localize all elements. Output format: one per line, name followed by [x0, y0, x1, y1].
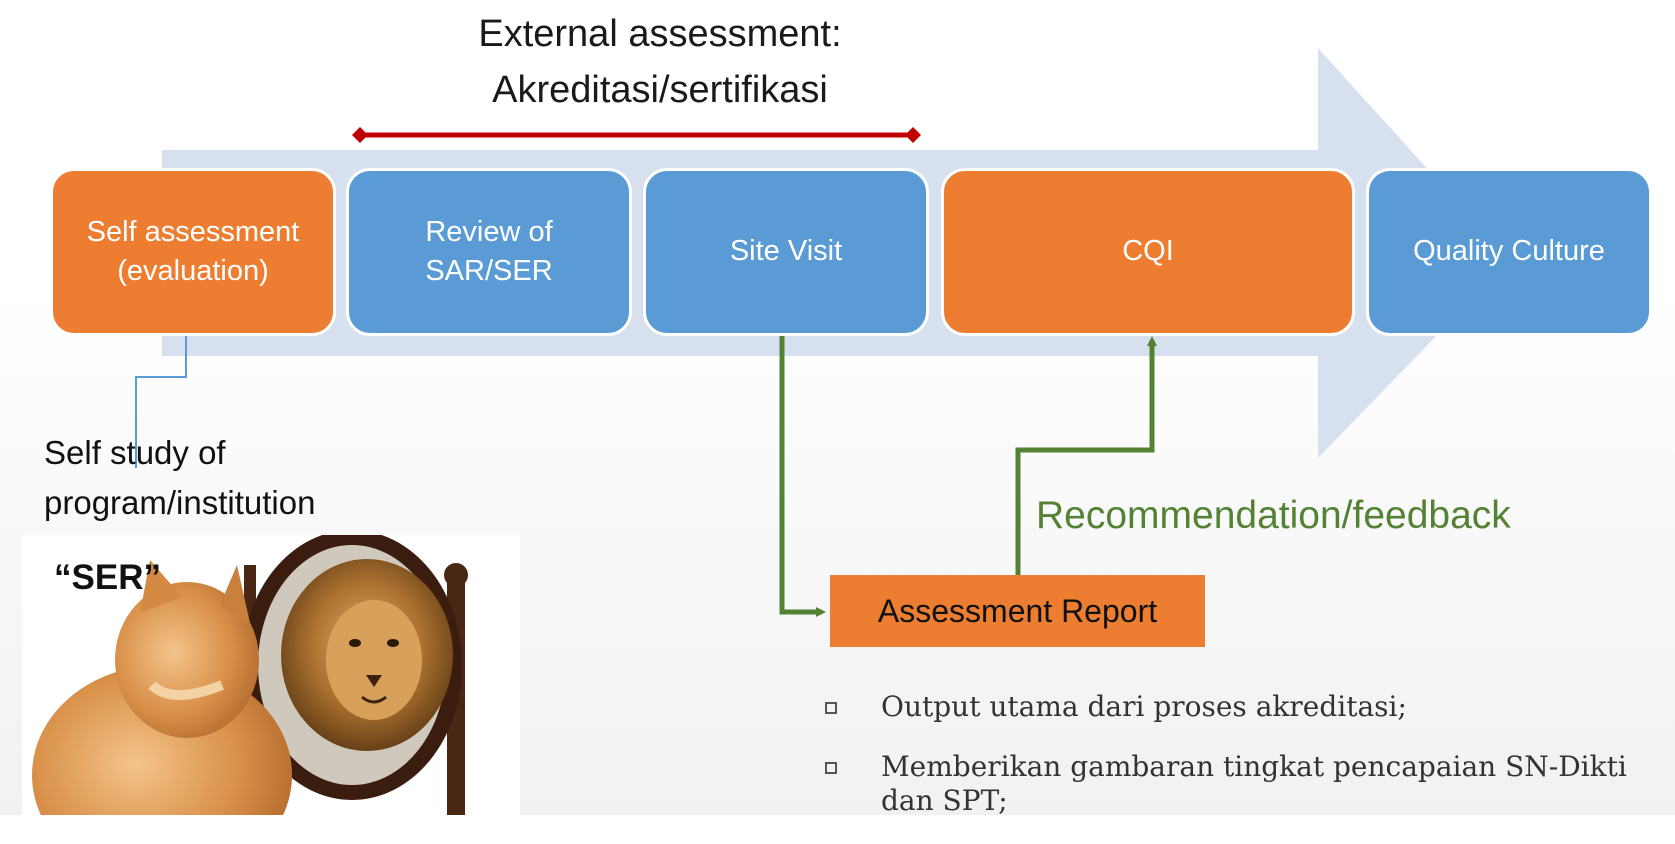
cat-lion-mirror-photo: “SER”: [22, 535, 520, 815]
self-study-connector: [135, 318, 187, 468]
external-title-line2: Akreditasi/sertifikasi: [492, 69, 828, 111]
site-visit-to-report-arrow: [779, 322, 826, 617]
bullet-item: Output utama dari proses akreditasi;: [815, 690, 1655, 724]
report-to-cqi-arrow: [1015, 336, 1157, 575]
step-review-line2: SAR/SER: [425, 255, 553, 287]
step-review-line1: Review of: [425, 215, 553, 248]
step-quality-culture-label: Quality Culture: [1413, 235, 1605, 268]
external-assessment-title: External assessment: Akreditasi/sertifik…: [340, 6, 980, 118]
external-title-line1: External assessment:: [478, 13, 842, 55]
step-site-visit: Site Visit: [643, 168, 929, 336]
bracket-left-end: [352, 127, 368, 143]
step-self-assessment-line2: (evaluation): [117, 255, 269, 287]
bullet-list: Output utama dari proses akreditasi; Mem…: [815, 690, 1655, 844]
assessment-report-label: Assessment Report: [877, 592, 1158, 629]
step-self-assessment: Self assessment (evaluation): [50, 168, 336, 336]
step-cqi: CQI: [941, 168, 1355, 336]
step-site-visit-label: Site Visit: [729, 235, 843, 268]
svg-text:“SER”: “SER”: [54, 558, 161, 597]
self-study-line2: program/institution: [44, 484, 316, 521]
step-review: Review of SAR/SER: [346, 168, 632, 336]
square-bullet-icon: [825, 702, 837, 714]
self-study-text: Self study of program/institution: [44, 428, 315, 528]
recommendation-feedback-label: Recommendation/feedback: [1036, 494, 1511, 537]
photo-illustration: “SER”: [22, 535, 520, 815]
step-quality-culture: Quality Culture: [1366, 168, 1652, 336]
bullet-text: Memberikan gambaran tingkat pencapaian S…: [881, 750, 1627, 817]
bracket-right-end: [905, 127, 921, 143]
square-bullet-icon: [825, 762, 837, 774]
self-study-line1: Self study of: [44, 434, 226, 471]
step-cqi-label: CQI: [1122, 235, 1174, 268]
assessment-report-box: Assessment Report: [830, 575, 1205, 647]
bullet-text: Output utama dari proses akreditasi;: [881, 690, 1407, 723]
step-self-assessment-line1: Self assessment: [86, 215, 300, 248]
bullet-item: Memberikan gambaran tingkat pencapaian S…: [815, 750, 1655, 818]
